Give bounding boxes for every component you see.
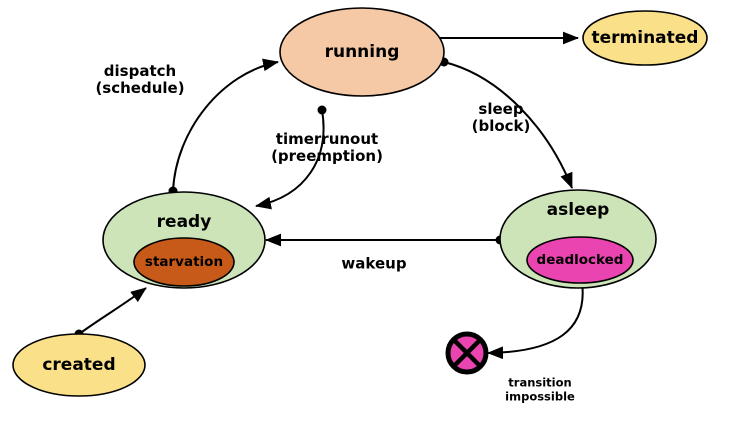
edge-label-timerrunout-line2: (preemption) [271,147,383,165]
node-label-starvation: starvation [145,254,223,270]
edge-label-dispatch-line2: (schedule) [95,79,184,97]
edge-label-sleep-line2: (block) [472,117,531,135]
edge-running-to-asleep: sleep (block) [439,57,573,189]
edge-label-timerrunout-line1: timerrunout [276,130,378,148]
edge-path [255,109,325,210]
circle-x-stroke-b [452,338,482,368]
node-ellipse[interactable] [526,236,634,284]
node-ellipse[interactable] [279,7,445,97]
node-ellipse[interactable] [133,237,235,287]
transition-impossible-icon [445,331,489,375]
node-running[interactable]: running [279,7,445,97]
node-deadlocked[interactable]: deadlocked [526,236,634,284]
node-ellipse[interactable] [12,333,146,397]
node-terminated[interactable]: terminated [582,10,708,66]
edge-asleep-to-ready: wakeup [265,233,505,273]
edge-deadlocked-to-impossible [487,277,587,360]
edge-running-to-ready: timerrunout (preemption) [255,105,383,210]
node-label-terminated: terminated [592,28,699,48]
node-label-ready: ready [157,212,212,232]
note-transition-impossible-line1: transition [508,376,571,390]
node-starvation[interactable]: starvation [133,237,235,287]
edge-created-to-ready [74,287,147,339]
nodes-layer: running terminated ready starvation asle… [12,7,708,397]
edge-source-dot [317,105,327,115]
edge-running-to-terminated [425,31,579,45]
edge-path [487,281,584,360]
edge-path [443,61,573,189]
node-ellipse[interactable] [582,10,708,66]
edge-path [172,58,279,192]
node-created[interactable]: created [12,333,146,397]
node-label-created: created [42,355,115,375]
node-label-running: running [325,42,400,62]
edge-label-dispatch-line1: dispatch [104,62,176,80]
node-label-asleep: asleep [547,200,610,220]
edges-layer: sleep (block) dispatch (schedule) timerr… [74,31,587,360]
edge-label-wakeup: wakeup [341,255,406,273]
note-transition-impossible-line2: impossible [505,390,575,404]
edge-path [78,287,147,335]
annotations-layer: transition impossible [505,376,575,404]
node-label-deadlocked: deadlocked [537,252,624,268]
edge-label-sleep-line1: sleep [478,100,523,118]
edge-ready-to-running: dispatch (schedule) [95,58,279,196]
